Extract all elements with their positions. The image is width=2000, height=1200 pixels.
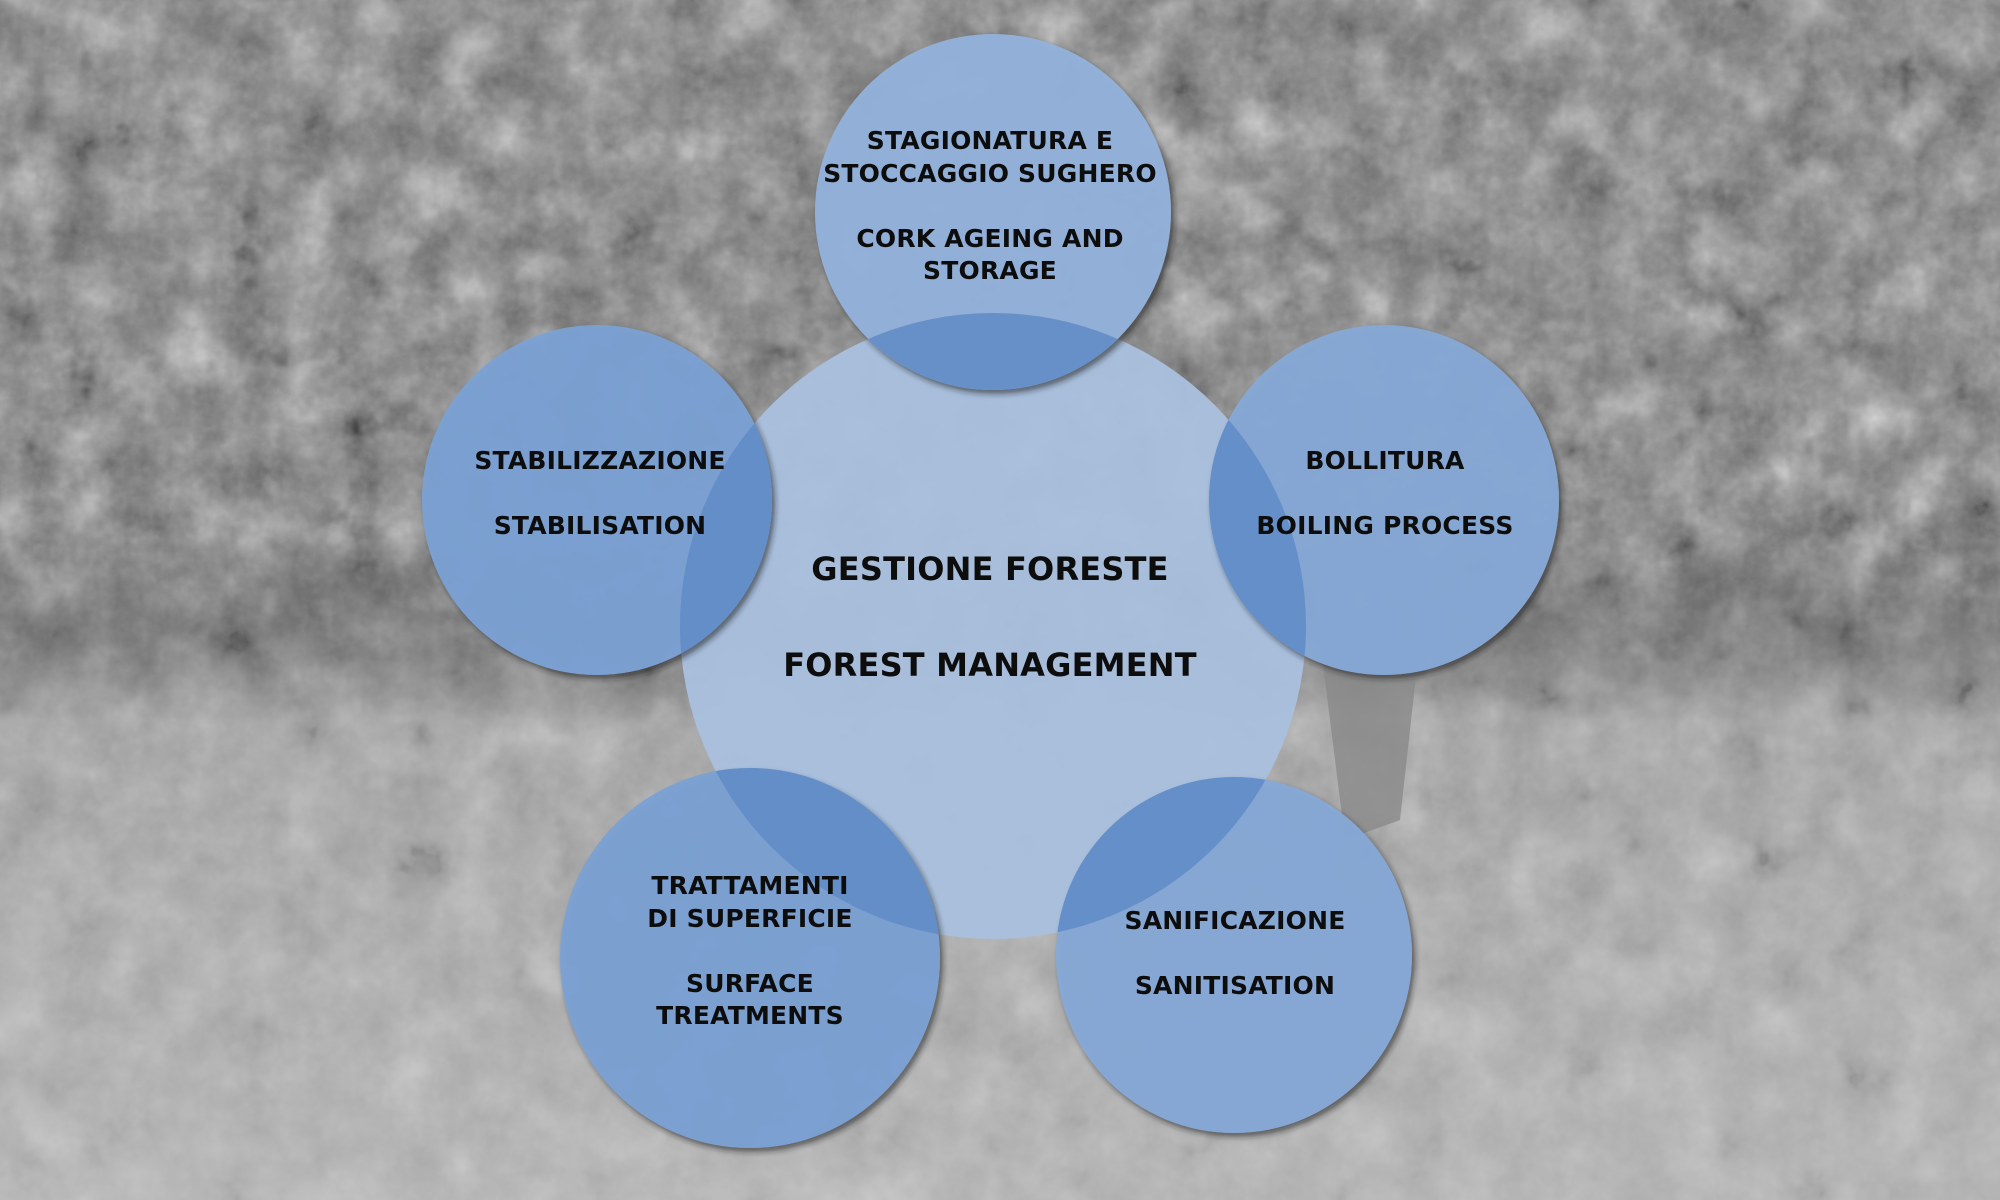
node-right-en: BOILING PROCESS — [1256, 511, 1514, 540]
node-top-en-line2: STORAGE — [923, 256, 1057, 285]
center-label-en: FOREST MANAGEMENT — [783, 646, 1197, 684]
center-circle — [680, 313, 1306, 939]
node-bottom-left-en-line2: TREATMENTS — [656, 1001, 844, 1030]
node-bottom-right-it: SANIFICAZIONE — [1124, 906, 1346, 935]
node-bottom-left-it-line1: TRATTAMENTI — [651, 871, 849, 900]
node-top-it-line2: STOCCAGGIO SUGHERO — [823, 158, 1157, 188]
node-bottom-left-en-line1: SURFACE — [686, 968, 814, 998]
node-label-bottom-right: SANIFICAZIONE SANITISATION — [1085, 905, 1385, 1003]
node-bottom-right-en: SANITISATION — [1134, 971, 1336, 1000]
node-top-it-line1: STAGIONATURA E — [866, 126, 1114, 155]
node-bottom-left-it-line2: DI SUPERFICIE — [647, 903, 853, 933]
node-top-en-line1: CORK AGEING AND — [856, 223, 1124, 253]
node-label-left: STABILIZZAZIONE STABILISATION — [460, 445, 740, 543]
center-label-it: GESTIONE FORESTE — [811, 550, 1169, 588]
node-left-en: STABILISATION — [493, 511, 707, 540]
node-left-it: STABILIZZAZIONE — [474, 446, 726, 475]
center-label: GESTIONE FORESTE FOREST MANAGEMENT — [740, 545, 1240, 689]
node-label-right: BOLLITURA BOILING PROCESS — [1235, 445, 1535, 543]
node-circle-top — [815, 34, 1171, 390]
node-label-top: STAGIONATURA E STOCCAGGIO SUGHERO CORK A… — [810, 125, 1170, 288]
node-right-it: BOLLITURA — [1305, 446, 1465, 475]
node-label-bottom-left: TRATTAMENTI DI SUPERFICIE SURFACE TREATM… — [600, 870, 900, 1033]
